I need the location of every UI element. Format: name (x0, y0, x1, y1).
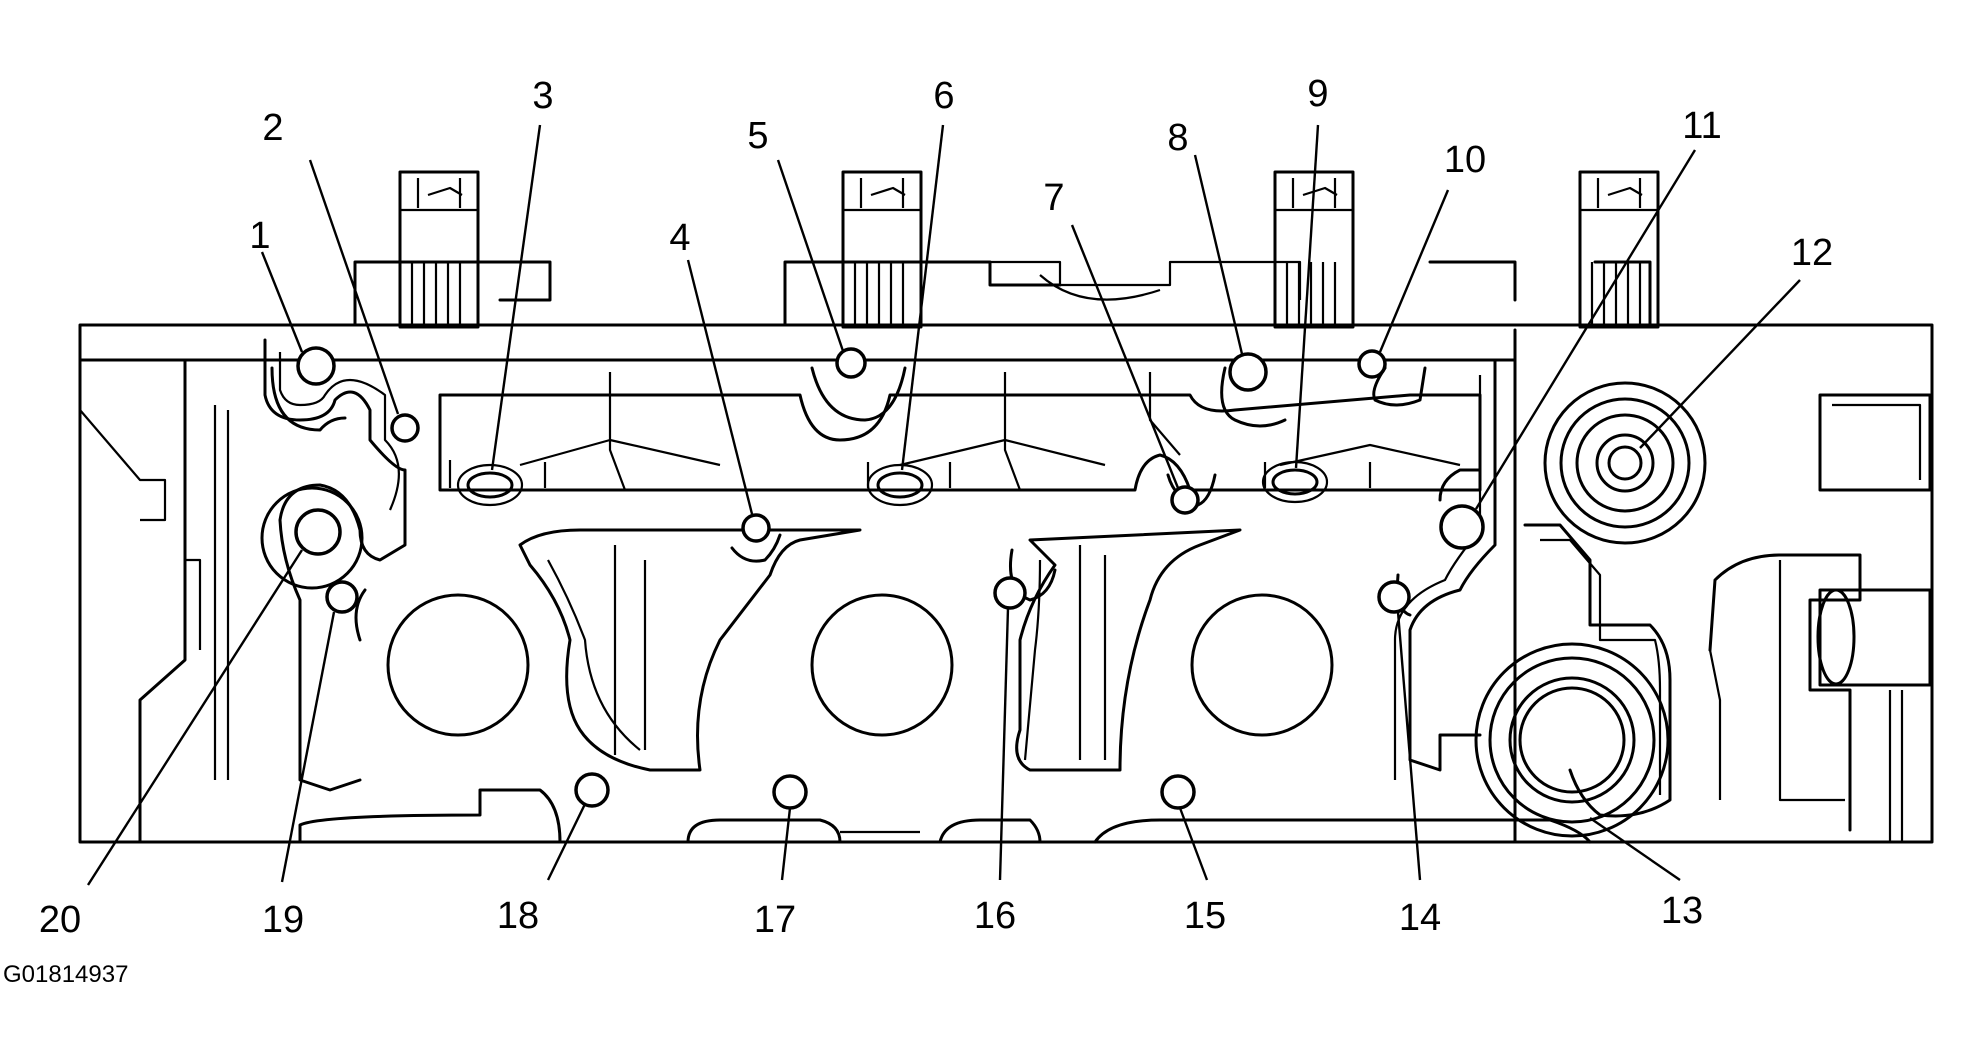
callout-label-6: 6 (933, 75, 954, 117)
leader-line-5 (776, 159, 845, 352)
bolt-hole-14 (1377, 580, 1411, 614)
cylinder-head-outline (78, 170, 1934, 844)
leader-line-12 (1639, 279, 1801, 449)
callout-label-4: 4 (669, 217, 690, 259)
cam-cap-1 (398, 170, 480, 329)
leader-line-8 (1193, 154, 1244, 355)
callout-label-11: 11 (1682, 105, 1721, 147)
callout-label-20: 20 (39, 899, 81, 941)
bolt-hole-11 (1439, 504, 1485, 550)
leader-line-17 (780, 807, 792, 881)
bolt-hole-19 (325, 580, 359, 614)
concentric-boss-12 (1543, 381, 1707, 545)
callout-label-16: 16 (974, 895, 1016, 937)
leader-line-15 (1178, 807, 1209, 881)
callout-label-18: 18 (497, 895, 539, 937)
bolt-hole-15 (1160, 774, 1196, 810)
leader-line-9 (1294, 124, 1320, 469)
leader-line-1 (260, 251, 304, 353)
leader-line-19 (280, 611, 336, 883)
leader-line-10 (1378, 189, 1450, 353)
bolt-hole-2 (390, 413, 420, 443)
callout-label-17: 17 (754, 899, 796, 941)
bolt-hole-20 (294, 508, 342, 556)
leader-line-18 (546, 803, 587, 881)
oil-passages (456, 460, 1329, 507)
oil-passage (876, 471, 924, 499)
leader-line-2 (308, 159, 400, 415)
callout-label-2: 2 (262, 107, 283, 149)
leader-line-20 (86, 549, 304, 886)
cylinder-bore-3 (1190, 593, 1334, 737)
bolt-hole-8 (1228, 352, 1268, 392)
cylinder-bore-2 (810, 593, 954, 737)
leader-line-3 (490, 124, 542, 471)
cam-cap-2 (841, 170, 923, 329)
bolt-holes (260, 346, 1485, 810)
callout-label-19: 19 (262, 899, 304, 941)
bolt-hole-4 (741, 513, 771, 543)
bolt-hole-17 (772, 774, 808, 810)
callout-label-7: 7 (1043, 177, 1064, 219)
leader-line-11 (1474, 149, 1697, 510)
port-13 (1474, 642, 1670, 838)
cylinder-bores (386, 593, 1334, 737)
callout-label-8: 8 (1167, 117, 1188, 159)
cylinder-bore-1 (386, 593, 530, 737)
callout-label-13: 13 (1661, 890, 1703, 932)
callout-label-12: 12 (1791, 232, 1833, 274)
callout-label-14: 14 (1399, 897, 1441, 939)
leader-line-4 (686, 259, 754, 515)
figure-id: G01814937 (3, 961, 128, 988)
callout-label-1: 1 (249, 215, 270, 257)
bolt-hole-10 (1357, 349, 1387, 379)
leader-line-6 (900, 124, 945, 471)
callout-label-9: 9 (1307, 73, 1328, 115)
callout-label-5: 5 (747, 115, 768, 157)
leader-lines (86, 124, 1801, 886)
leader-line-16 (998, 607, 1010, 881)
oil-passage (1271, 468, 1319, 496)
leader-line-7 (1070, 224, 1180, 489)
callout-label-15: 15 (1184, 895, 1226, 937)
leader-line-13 (1589, 817, 1681, 881)
callout-label-10: 10 (1444, 139, 1486, 181)
bolt-hole-1 (296, 346, 336, 386)
callout-labels: 1 2 3 4 5 6 7 8 9 10 11 12 13 14 15 16 1… (39, 73, 1833, 941)
bolt-hole-16 (993, 576, 1027, 610)
bolt-hole-7 (1170, 485, 1200, 515)
leader-line-14 (1396, 611, 1422, 881)
cam-cap-4 (1578, 170, 1660, 329)
bolt-hole-5 (835, 347, 867, 379)
bolt-hole-18 (574, 772, 610, 808)
callout-label-3: 3 (532, 75, 553, 117)
oil-passage (466, 471, 514, 499)
